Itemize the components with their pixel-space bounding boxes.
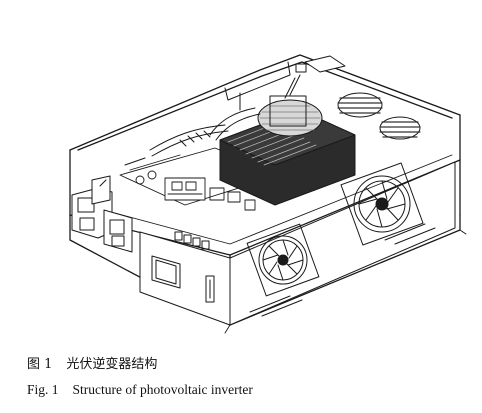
inductor-coils xyxy=(337,92,421,140)
figure-number-en: Fig. 1 xyxy=(27,382,59,397)
inverter-drawing xyxy=(69,54,467,334)
figure-title-en: Structure of photovoltaic inverter xyxy=(72,382,253,397)
input-connectors xyxy=(71,175,133,253)
figure-title-cn: 光伏逆变器结构 xyxy=(66,357,158,372)
support-rail xyxy=(224,61,291,111)
top-terminals xyxy=(209,55,346,141)
cable-harness xyxy=(124,124,229,166)
cooling-fan-icon xyxy=(246,223,320,297)
figure-caption-english: Fig. 1 Structure of photovoltaic inverter xyxy=(27,382,253,398)
figure-illustration xyxy=(69,54,467,334)
heatsink-transformer xyxy=(219,95,356,206)
front-panel xyxy=(139,231,231,326)
figure-caption-chinese: 图 1 光伏逆变器结构 xyxy=(27,357,157,373)
cooling-fan-icon-2 xyxy=(340,162,424,246)
figure-number-cn: 图 1 xyxy=(27,357,53,372)
